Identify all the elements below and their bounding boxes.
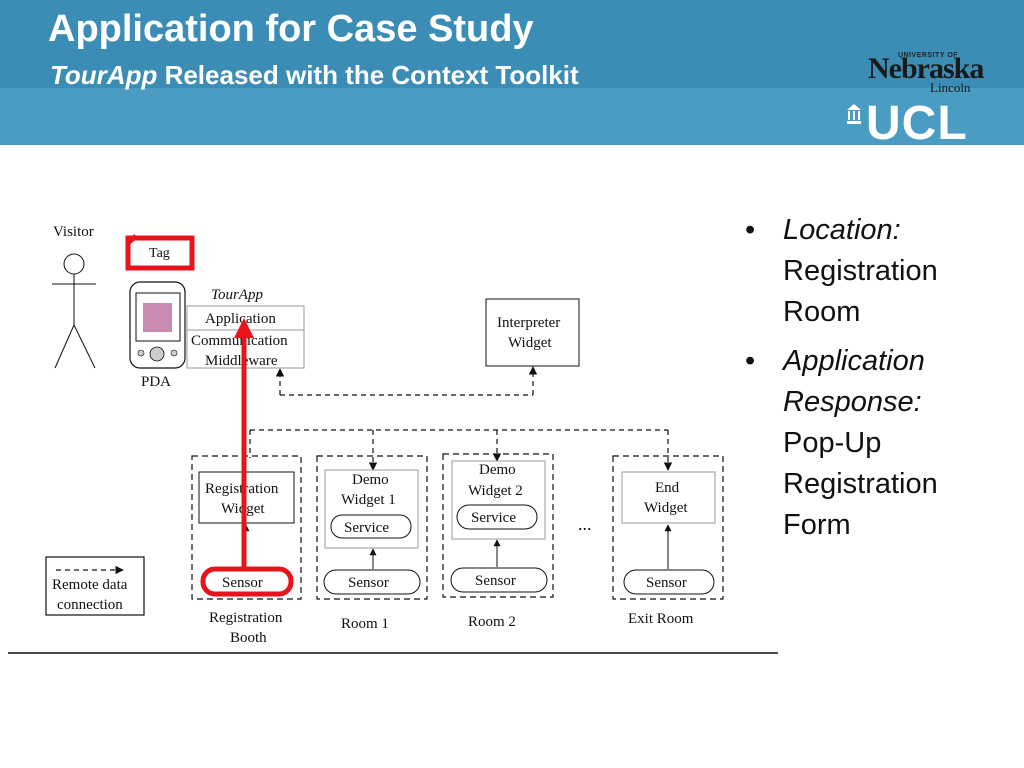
legend-label-line1: Remote data bbox=[52, 577, 128, 593]
registration-booth-label-line2: Booth bbox=[230, 630, 267, 646]
bullet-dot: • bbox=[745, 345, 756, 377]
bullet-location-key: Location: bbox=[783, 214, 901, 246]
exit-sensor-label: Sensor bbox=[646, 575, 687, 591]
demo-widget2-label-line2: Widget 2 bbox=[468, 483, 523, 499]
tag-highlight-corner bbox=[126, 234, 138, 245]
tag-label: Tag bbox=[149, 246, 170, 261]
demo-widget2-service bbox=[456, 504, 538, 530]
bullet-list: • Location: Registration Room • Applicat… bbox=[745, 210, 1015, 554]
bullet-response-value-line3: Form bbox=[783, 509, 851, 541]
bullet-location: • Location: Registration Room bbox=[745, 210, 1015, 333]
bullet-response: • Application Response: Pop-Up Registrat… bbox=[745, 341, 1015, 546]
middleware-label: Middleware bbox=[205, 353, 278, 369]
demo-widget1-label-line2: Widget 1 bbox=[341, 492, 396, 508]
demo-widget2-label-line1: Demo bbox=[479, 462, 516, 478]
exit-sensor-box bbox=[623, 569, 715, 595]
registration-sensor-label: Sensor bbox=[222, 575, 263, 591]
more-rooms-ellipsis: ... bbox=[578, 514, 592, 534]
interpreter-label-line1: Interpreter bbox=[497, 315, 560, 331]
interpreter-widget-box bbox=[485, 298, 580, 367]
pda-device-icon bbox=[129, 281, 186, 369]
registration-sensor-box bbox=[200, 566, 294, 597]
bullet-response-value-line2: Registration bbox=[783, 468, 938, 500]
legend-label-line2: connection bbox=[57, 597, 123, 613]
visitor-figure-icon bbox=[52, 253, 96, 369]
architecture-diagram: Visitor Tag PDA TourApp Application Comm… bbox=[8, 224, 778, 654]
ucl-logo: UCL bbox=[866, 97, 968, 145]
room1-label: Room 1 bbox=[341, 616, 389, 632]
end-widget-box bbox=[621, 471, 716, 524]
slide-header: Application for Case Study TourApp Relea… bbox=[0, 0, 1024, 145]
exit-room-label: Exit Room bbox=[628, 611, 694, 627]
slide-subtitle: TourApp Released with the Context Toolki… bbox=[50, 60, 579, 91]
room2-sensor-box bbox=[450, 567, 548, 593]
bullet-response-value-line1: Pop-Up bbox=[783, 427, 882, 459]
application-label: Application bbox=[205, 311, 276, 327]
remote-data-connections bbox=[249, 366, 673, 471]
communication-label: Communication bbox=[191, 333, 288, 349]
nebraska-logo-top: UNIVERSITY OF bbox=[898, 52, 959, 59]
lincoln-logo-text: Lincoln bbox=[930, 80, 971, 95]
header-band bbox=[0, 0, 1024, 88]
bullet-location-value-line1: Registration bbox=[783, 255, 938, 287]
subtitle-app-name: TourApp bbox=[50, 60, 158, 90]
tag-highlight bbox=[125, 235, 195, 271]
room2-container bbox=[442, 453, 554, 598]
room1-sensor-box bbox=[323, 569, 421, 595]
demo-widget1-service-label: Service bbox=[344, 520, 389, 536]
room1-sensor-label: Sensor bbox=[348, 575, 389, 591]
demo-widget1-label-line1: Demo bbox=[352, 472, 389, 488]
visitor-label: Visitor bbox=[53, 224, 94, 240]
room1-container bbox=[316, 455, 428, 600]
bullet-response-key-line2: Response: bbox=[783, 386, 922, 418]
subtitle-text: Released with the Context Toolkit bbox=[157, 60, 579, 90]
bullet-location-value-line2: Room bbox=[783, 296, 861, 328]
room2-label: Room 2 bbox=[468, 614, 516, 630]
demo-widget2-service-label: Service bbox=[471, 510, 516, 526]
end-widget-label-line2: Widget bbox=[644, 500, 688, 516]
legend-box bbox=[45, 556, 145, 616]
interpreter-label-line2: Widget bbox=[508, 335, 552, 351]
room2-sensor-label: Sensor bbox=[475, 573, 516, 589]
bullet-response-key-line1: Application bbox=[783, 345, 925, 377]
nebraska-logo: Nebraska bbox=[868, 52, 984, 85]
slide-title: Application for Case Study bbox=[48, 8, 534, 50]
exit-room-container bbox=[612, 455, 724, 600]
ucl-portico-icon bbox=[847, 104, 861, 124]
demo-widget1-service bbox=[330, 514, 412, 539]
tourapp-label: TourApp bbox=[211, 287, 263, 303]
pda-label: PDA bbox=[141, 374, 171, 390]
registration-booth-label-line1: Registration bbox=[209, 610, 283, 626]
end-widget-label-line1: End bbox=[655, 480, 680, 496]
bullet-dot: • bbox=[745, 214, 756, 246]
